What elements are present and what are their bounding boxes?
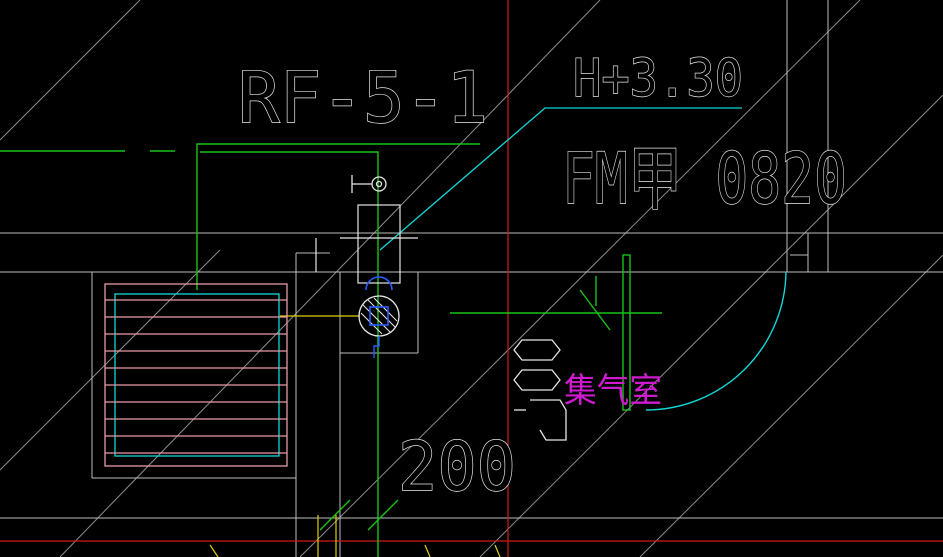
elevation-label: H+3.30 xyxy=(573,49,743,109)
collector-outline-symbol xyxy=(513,339,567,441)
door-leaf xyxy=(622,254,631,411)
tag-label: RF-5-1 xyxy=(238,57,488,139)
elevation-leader-line xyxy=(379,107,742,251)
room-label: 集气室 xyxy=(564,371,662,411)
door-swing-arc xyxy=(645,271,787,411)
louver-grille xyxy=(104,283,288,467)
door-label: FM甲 0820 xyxy=(562,138,847,220)
green-pipe-lines xyxy=(0,143,662,557)
yellow-lines xyxy=(209,315,501,557)
dimension-label: 200 xyxy=(398,428,516,507)
damper-symbol xyxy=(315,175,418,358)
